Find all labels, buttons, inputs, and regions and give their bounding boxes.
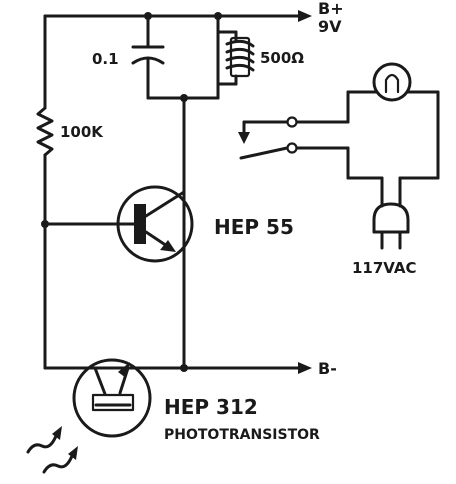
resistor-100k xyxy=(36,14,54,370)
phototransistor-hep312 xyxy=(72,358,152,438)
transistor-hep55 xyxy=(43,185,194,263)
label-resistor: 100K xyxy=(60,123,104,141)
label-phototransistor-type: PHOTOTRANSISTOR xyxy=(164,427,320,443)
label-relay-coil: 500Ω xyxy=(260,49,304,67)
label-supply-positive: B+ xyxy=(318,0,344,18)
relay-coil xyxy=(216,14,255,100)
relay-switch xyxy=(238,116,350,160)
collector-node xyxy=(146,94,220,370)
label-capacitor: 0.1 xyxy=(92,50,119,68)
light-arrows-icon xyxy=(26,426,78,474)
positive-rail xyxy=(43,10,312,22)
label-transistor: HEP 55 xyxy=(214,215,294,239)
capacitor xyxy=(131,14,165,100)
label-phototransistor-part: HEP 312 xyxy=(164,395,258,419)
lamp xyxy=(346,62,440,208)
label-supply-voltage: 9V xyxy=(318,17,342,36)
label-mains: 117VAC xyxy=(352,259,417,277)
label-supply-negative: B- xyxy=(318,359,337,378)
ac-plug xyxy=(372,202,410,250)
